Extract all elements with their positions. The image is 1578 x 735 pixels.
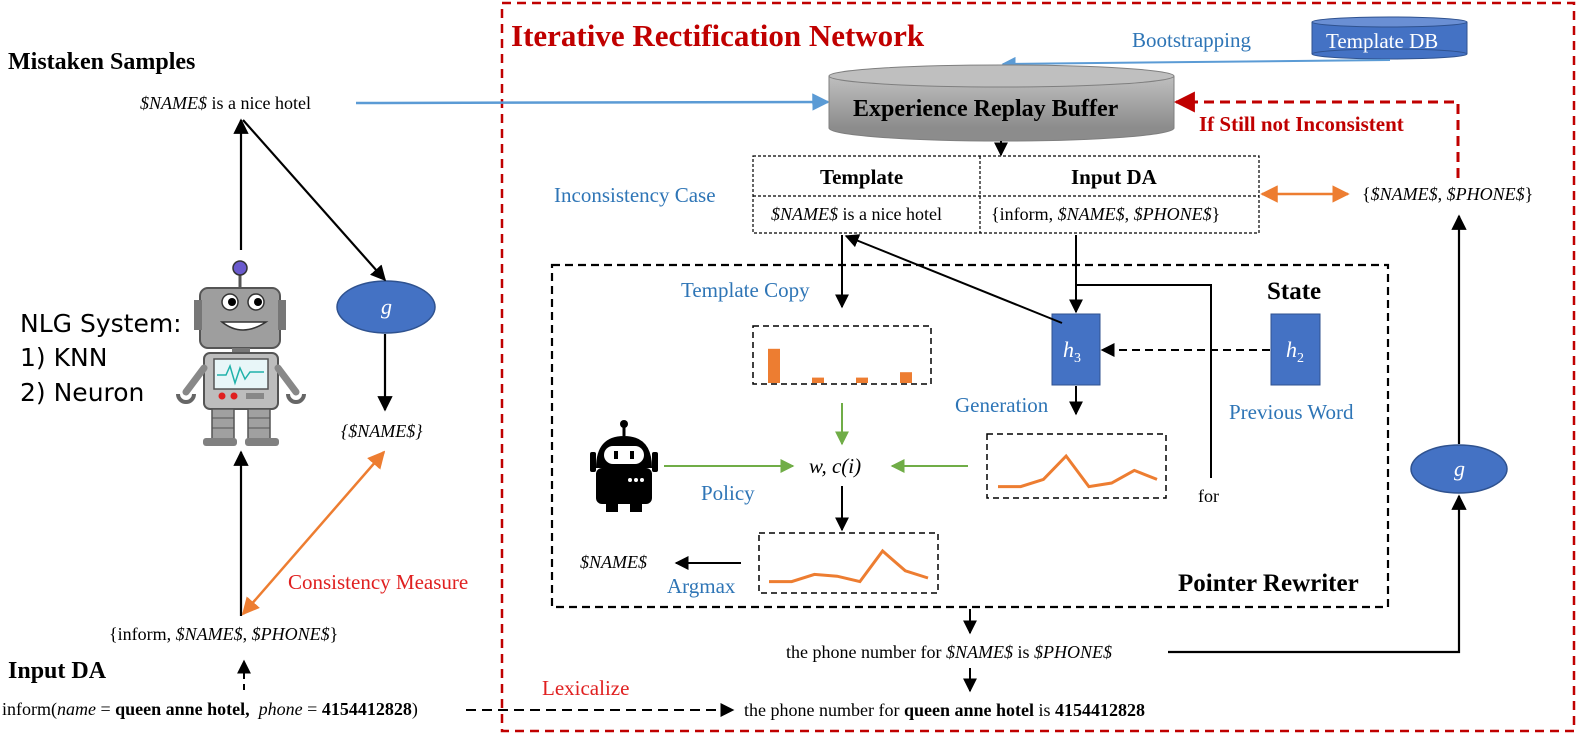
template-db [1311,16,1468,60]
gen-dist-box [986,433,1167,499]
lexicalize-label: Lexicalize [542,676,629,700]
table-header-inputda: Input DA [1071,165,1158,189]
if-still-label: If Still not Inconsistent [1199,112,1404,136]
h2-label: h2 [1286,337,1304,366]
name-out-label: $NAME$ [580,552,647,572]
arrow-sample-to-g [242,119,387,282]
copy-bars [768,348,912,383]
pointer-rewriter-label: Pointer Rewriter [1178,570,1359,597]
output-lexical: the phone number for queen anne hotel is… [744,700,1145,720]
robot-icon [176,260,306,446]
irn-title: Iterative Rectification Network [511,18,925,53]
output-template: the phone number for $NAME$ is $PHONE$ [786,642,1112,662]
arrow-output-to-g [1168,494,1467,654]
policy-label: Policy [701,481,755,505]
right-set: {$NAME$, $PHONE$} [1362,184,1533,204]
mistaken-sample: $NAME$ is a nice hotel [140,93,311,113]
bootstrapping-label: Bootstrapping [1132,28,1251,52]
copy-bar [900,372,912,383]
for-label: for [1198,486,1219,506]
line-for-to-h3 [1076,284,1212,478]
policy-robot-icon [590,420,658,512]
input-da-string: inform(name = queen anne hotel, phone = … [2,699,418,720]
mistaken-samples-title: Mistaken Samples [8,49,195,75]
table-cell-template: $NAME$ is a nice hotel [771,204,942,224]
g-label-right: g [1454,456,1465,481]
table-header-template: Template [820,165,903,189]
argmax-label: Argmax [667,574,736,598]
arrow-h3-to-template [844,234,1063,324]
arrow-sample-to-buffer [355,93,830,111]
wc-label: w, c(i) [809,454,861,478]
table-cell-inputda: {inform, $NAME$, $PHONE$} [991,204,1220,224]
consistency-measure: Consistency Measure [288,570,468,594]
arrow-if-still-dashed [1173,91,1460,178]
copy-dist-box [752,325,932,385]
svg-text:1) KNN: 1) KNN [20,343,107,372]
replay-buffer-label: Experience Replay Buffer [853,96,1119,122]
svg-text:2) Neuron: 2) Neuron [20,378,144,407]
copy-bar [768,348,780,383]
argmax-dist-box [758,532,939,594]
h2-box [1270,313,1321,386]
name-set-left: {$NAME$} [341,421,423,441]
g-label-left: g [381,294,392,319]
inconsistency-table [752,155,1260,234]
svg-text:NLG System:: NLG System: [20,309,182,338]
g-node-right [1410,444,1508,494]
arrow-bootstrapping [1001,56,1391,71]
state-label: State [1267,278,1321,305]
copy-bar [812,377,824,383]
arrow-consistency [241,450,386,616]
input-da-title: Input DA [8,658,107,684]
replay-buffer-cylinder [828,64,1175,142]
generation-label: Generation [955,393,1049,417]
h3-box [1051,313,1101,386]
nlg-system-label: NLG System: 1) KNN 2) Neuron [20,309,182,407]
h3-label: h3 [1063,337,1081,366]
argmax-dist-line [769,548,929,584]
gen-dist-line [998,453,1158,489]
template-db-label: Template DB [1326,29,1438,53]
previous-word-label: Previous Word [1229,400,1354,424]
copy-bar [856,377,868,383]
input-da-set-left: {inform, $NAME$, $PHONE$} [109,624,338,644]
inconsistency-case-label: Inconsistency Case [554,183,716,207]
pointer-rewriter-box [550,263,1390,609]
template-copy-label: Template Copy [681,278,810,302]
